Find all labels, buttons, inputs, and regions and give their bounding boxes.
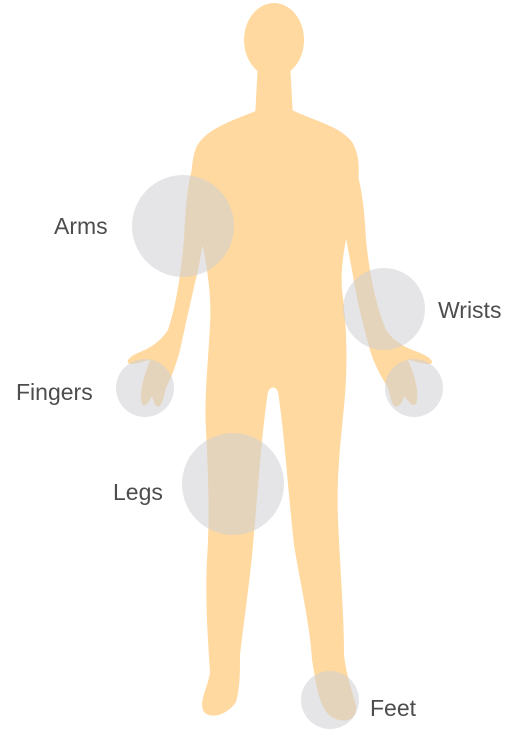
fingers-right-highlight xyxy=(385,359,443,417)
feet-label: Feet xyxy=(370,695,417,721)
arms-highlight xyxy=(132,175,234,277)
neck xyxy=(255,62,293,118)
fingers-left-highlight xyxy=(116,359,174,417)
wrists-highlight xyxy=(343,268,425,350)
feet-highlight xyxy=(301,671,359,729)
arms-label: Arms xyxy=(54,213,108,239)
legs-label: Legs xyxy=(113,479,163,505)
legs-highlight xyxy=(182,433,284,535)
human-body-silhouette xyxy=(128,3,432,721)
fingers-label: Fingers xyxy=(16,379,93,405)
wrists-label: Wrists xyxy=(438,297,501,323)
